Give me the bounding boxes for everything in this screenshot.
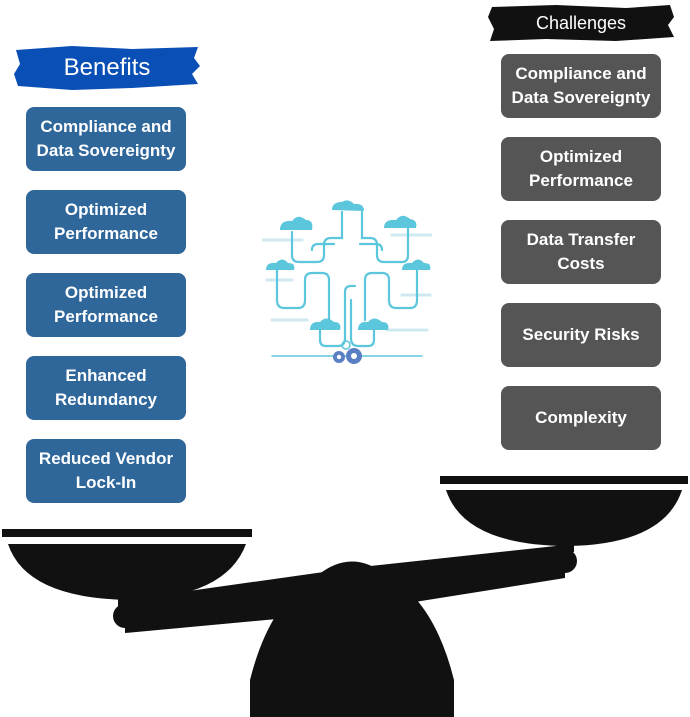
benefit-item: Compliance and Data Sovereignty [26, 107, 186, 171]
gear-icon [333, 340, 362, 364]
brush-stroke-icon [14, 46, 200, 90]
challenge-item: Data Transfer Costs [501, 220, 661, 284]
challenges-title: Challenges [535, 12, 627, 33]
brush-stroke-icon [488, 5, 674, 41]
challenge-item: Compliance and Data Sovereignty [501, 54, 661, 118]
challenge-item: Security Risks [501, 303, 661, 367]
benefit-item: Optimized Performance [26, 190, 186, 254]
benefits-header: Benefits [12, 44, 202, 92]
benefit-item: Enhanced Redundancy [26, 356, 186, 420]
cloud-network-icon [262, 200, 432, 364]
benefit-item: Reduced Vendor Lock-In [26, 439, 186, 503]
challenge-item: Complexity [501, 386, 661, 450]
benefit-item: Optimized Performance [26, 273, 186, 337]
left-pan-rim [2, 529, 252, 537]
challenges-header: Challenges [486, 3, 676, 43]
left-pan [8, 544, 246, 600]
benefits-title: Benefits [63, 54, 151, 81]
scale-beam [125, 545, 565, 633]
right-pan-rim [440, 476, 688, 484]
right-pan [446, 490, 682, 546]
challenge-item: Optimized Performance [501, 137, 661, 201]
